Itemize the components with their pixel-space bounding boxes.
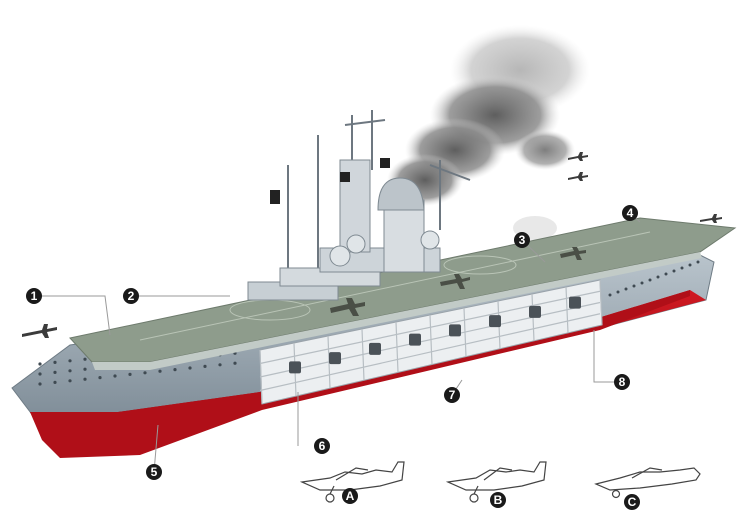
aircraft-callout-B-label: B: [494, 493, 503, 507]
porthole: [83, 357, 87, 361]
hangar-aircraft: [489, 315, 501, 328]
callout-2: 2: [123, 288, 139, 304]
porthole: [173, 368, 177, 372]
porthole: [632, 284, 636, 288]
callout-1-label: 1: [31, 289, 38, 303]
callout-8: 8: [614, 374, 630, 390]
porthole: [218, 363, 222, 367]
dive-bomber-icon: [445, 461, 547, 503]
hangar-aircraft: [329, 352, 341, 365]
callout-7: 7: [444, 387, 460, 403]
porthole: [648, 278, 652, 282]
porthole: [672, 269, 676, 273]
porthole: [83, 367, 87, 371]
callout-8-label: 8: [619, 375, 626, 389]
porthole: [38, 382, 42, 386]
callout-7-label: 7: [449, 388, 456, 402]
hangar-aircraft: [569, 296, 581, 309]
deck-level-line: [259, 301, 601, 378]
porthole: [656, 275, 660, 279]
callout-3: 3: [514, 232, 530, 248]
bulkhead-line: [599, 279, 603, 326]
aircraft-callout-C: C: [624, 494, 640, 510]
porthole: [664, 272, 668, 276]
deck-level-line: [259, 290, 601, 365]
callout-5-label: 5: [151, 465, 158, 479]
porthole: [68, 379, 72, 383]
deck-aircraft: [330, 247, 586, 316]
callout-1: 1: [26, 288, 42, 304]
porthole: [158, 369, 162, 373]
porthole: [203, 364, 207, 368]
porthole: [83, 377, 87, 381]
porthole: [53, 360, 57, 364]
porthole: [616, 290, 620, 294]
porthole: [688, 263, 692, 267]
porthole: [680, 266, 684, 270]
aircraft-callout-B: B: [490, 492, 506, 508]
porthole: [98, 376, 102, 380]
aircraft-callout-A: A: [342, 488, 358, 504]
callout-2-label: 2: [128, 289, 135, 303]
porthole: [68, 369, 72, 373]
fighter-plane-icon: [594, 467, 701, 499]
callout-6: 6: [314, 438, 330, 454]
hangar-aircraft: [369, 342, 381, 355]
aircraft-callout-C-label: C: [628, 495, 637, 509]
hull-cutaway-section: [259, 279, 603, 405]
porthole: [696, 260, 700, 264]
callout-5: 5: [146, 464, 162, 480]
callout-4-label: 4: [627, 206, 634, 220]
porthole: [113, 374, 117, 378]
porthole: [624, 287, 628, 291]
porthole: [188, 366, 192, 370]
hangar-aircraft: [409, 333, 421, 346]
callout-3-label: 3: [519, 233, 526, 247]
porthole: [53, 380, 57, 384]
deck-level-line: [259, 313, 601, 392]
callout-4: 4: [622, 205, 638, 221]
porthole: [38, 362, 42, 366]
porthole: [38, 372, 42, 376]
porthole: [143, 371, 147, 375]
island-superstructure: [247, 158, 441, 301]
porthole: [608, 293, 612, 297]
callout-6-label: 6: [319, 439, 326, 453]
porthole: [53, 370, 57, 374]
hangar-aircraft: [529, 305, 541, 318]
porthole: [128, 372, 132, 376]
hangar-aircraft: [449, 324, 461, 337]
porthole: [640, 281, 644, 285]
porthole: [68, 359, 72, 363]
flying-aircraft: [22, 152, 722, 338]
porthole: [233, 361, 237, 365]
aircraft-callout-A-label: A: [346, 489, 355, 503]
hangar-aircraft: [289, 361, 301, 374]
